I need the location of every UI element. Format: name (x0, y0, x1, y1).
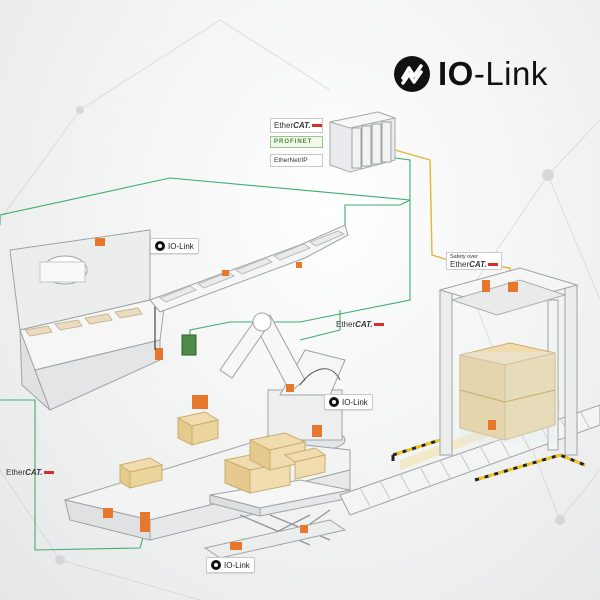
sensor (300, 525, 308, 533)
carried-box (176, 411, 220, 446)
bus-cabling (0, 157, 411, 551)
lift-table (203, 432, 351, 559)
sensor (140, 512, 150, 532)
safety-over-ethercat-label: Safety over EtherCAT. (446, 252, 502, 270)
io-link-mini-icon (211, 560, 221, 570)
packaging-machine (9, 229, 166, 411)
io-link-tag-lift-table: IO-Link (206, 557, 255, 573)
palletizing-robot (192, 312, 346, 453)
io-link-mini-icon (155, 241, 165, 251)
profinet-protocol-box: PROFINET (270, 136, 323, 148)
sensor (286, 384, 294, 392)
ethernetip-protocol-box: EtherNet/IP (270, 154, 323, 167)
network-node (542, 169, 554, 181)
control-cabinet (329, 111, 397, 173)
ethercat-label-conveyor: EtherCAT. (6, 468, 54, 477)
sensor (488, 420, 496, 430)
ethercat-protocol-box: EtherCAT. (270, 118, 323, 133)
sensor (222, 270, 229, 276)
network-node (55, 555, 65, 565)
wrapped-pallet (459, 342, 556, 442)
io-link-logo-icon (394, 56, 430, 92)
inclined-conveyor (149, 224, 349, 313)
io-link-master (181, 334, 197, 356)
io-link-mini-icon (329, 397, 339, 407)
io-link-logo: IO-Link (392, 52, 548, 96)
sensor (296, 262, 302, 268)
io-link-logo-text: IO-Link (438, 55, 548, 92)
sensor (312, 425, 322, 437)
ethercat-label-robot: EtherCAT. (336, 320, 384, 329)
gripper (192, 395, 208, 409)
sensor (482, 280, 490, 292)
sensor (103, 508, 113, 518)
sensor (155, 348, 163, 360)
network-node (555, 515, 565, 525)
sensor (230, 542, 242, 550)
sensor (95, 238, 105, 246)
pallet-wrapper (391, 267, 586, 482)
network-node (76, 106, 84, 114)
io-link-tag-packaging: IO-Link (150, 238, 199, 254)
io-link-tag-robot: IO-Link (324, 394, 373, 410)
sensor (508, 282, 518, 292)
